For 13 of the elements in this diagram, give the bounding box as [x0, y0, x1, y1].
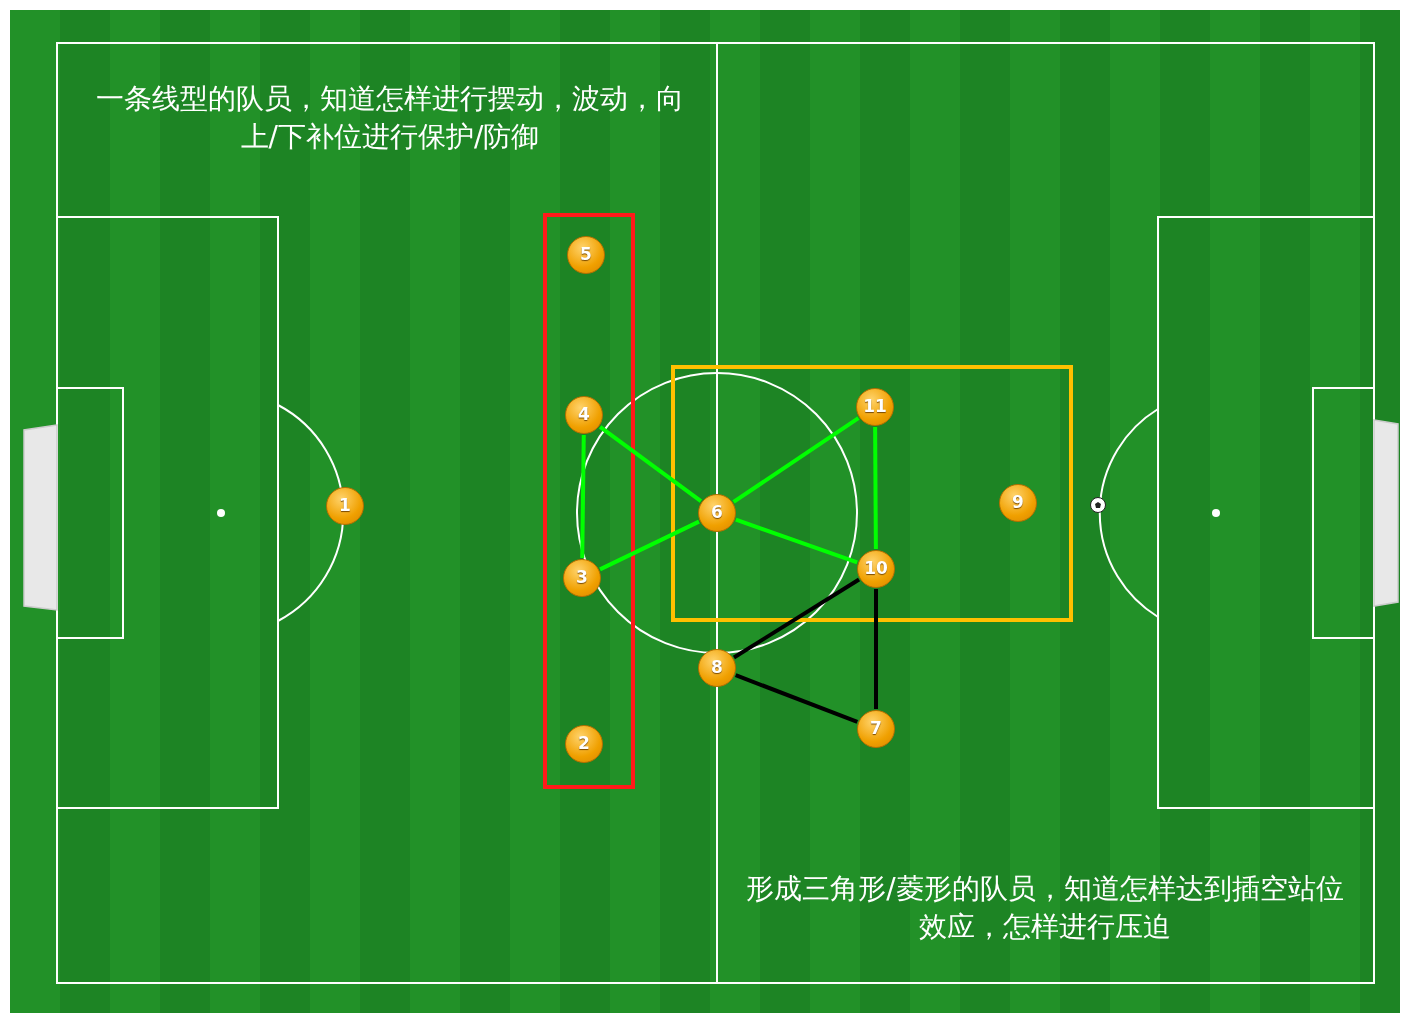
connecting-line — [732, 416, 860, 504]
note-text: 一条线型的队员，知道怎样进行摆动，波动，向上/下补位进行保护/防御 — [95, 81, 685, 155]
note-text: 形成三角形/菱形的队员，知道怎样达到插空站位效应，怎样进行压迫 — [745, 871, 1345, 945]
connecting-line — [598, 425, 703, 503]
connecting-line — [580, 434, 586, 559]
group-frame — [543, 213, 635, 789]
connecting-line — [599, 519, 700, 572]
connecting-line — [735, 517, 858, 565]
connecting-line — [874, 589, 878, 709]
connecting-line — [873, 427, 878, 549]
connecting-line — [732, 577, 861, 660]
connecting-line — [734, 673, 859, 724]
group-frame — [671, 365, 1073, 622]
